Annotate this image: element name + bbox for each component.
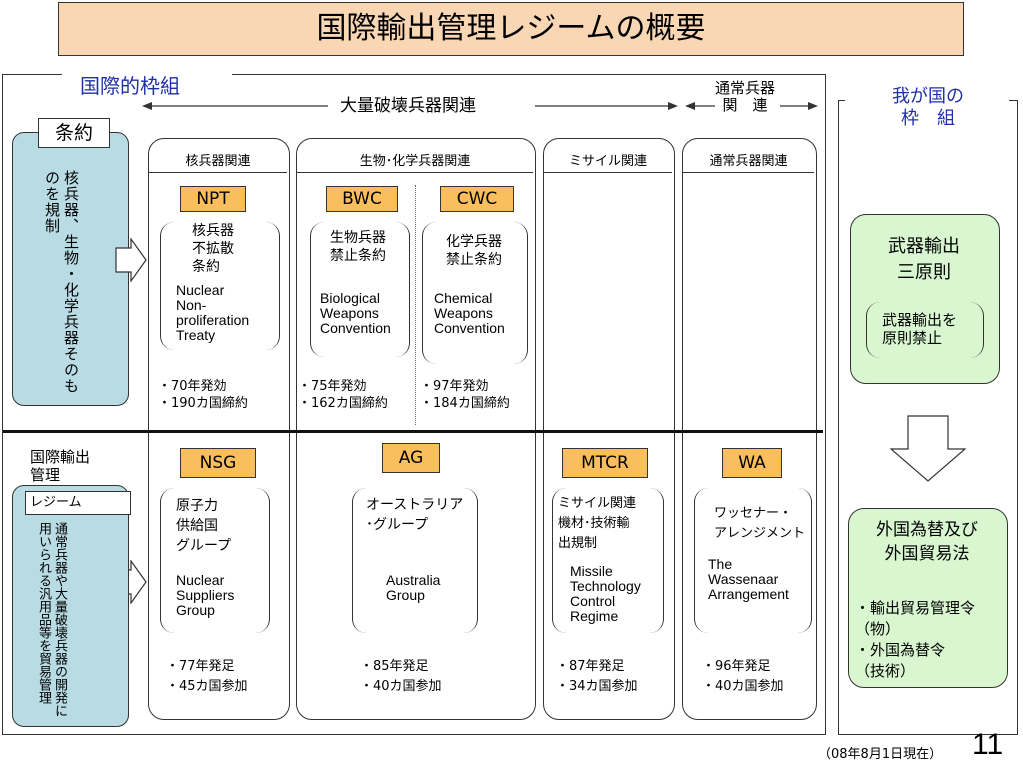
treaty-description: 核兵器、生物・化学兵器そのものを規制: [43, 170, 80, 394]
npt-badge: NPT: [180, 186, 246, 212]
bwc-bracket: [310, 222, 410, 357]
conv-arrowhead-right: [808, 102, 818, 110]
nsg-stats: ・77年発足 ・45カ国参加: [166, 659, 248, 694]
bwc-stats: ・75年発効 ・162カ国締約: [298, 379, 388, 411]
treaty-regime-divider: [3, 430, 823, 433]
divider: [297, 172, 533, 173]
npt-stats: ・70年発効 ・190カ国締約: [158, 379, 248, 411]
arms-export-sub: 武器輸出を 原則禁止: [882, 311, 958, 347]
column-head-missile: ミサイル関連: [568, 154, 647, 169]
cwc-bracket: [422, 222, 528, 364]
regime-label-box: レジーム: [25, 491, 131, 515]
divider: [149, 172, 287, 173]
nsg-name-en: Nuclear Suppliers Group: [176, 572, 235, 618]
mtcr-stats: ・87年発足 ・34カ国参加: [556, 659, 638, 694]
page-number: 11: [972, 728, 1004, 761]
nsg-badge: NSG: [180, 448, 256, 478]
bwc-name-ja: 生物兵器 禁止条約: [330, 230, 386, 264]
date-note: （08年8月1日現在）: [818, 747, 943, 762]
nsg-name-ja: 原子力 供給国 グループ: [176, 498, 232, 554]
conventional-related-heading: 通常兵器 関 連: [714, 79, 775, 114]
wa-badge: WA: [722, 448, 782, 478]
wa-name-ja: ワッセナー・ アレンジメント: [714, 506, 806, 541]
column-head-conventional: 通常兵器関連: [709, 154, 788, 169]
wa-name-en: The Wassenaar Arrangement: [708, 556, 789, 602]
forex-law-items: ・輸出貿易管理令 （物） ・外国為替令 （技術）: [855, 599, 976, 680]
divider: [544, 172, 672, 173]
ag-bracket: [352, 488, 478, 633]
regime-label: 国際輸出 管理: [30, 448, 91, 484]
cwc-badge: CWC: [440, 186, 514, 212]
regime-description: 通常兵器や大量破壊兵器の開発に用いられる汎用品等を貿易管理: [36, 522, 67, 717]
divider: [683, 172, 814, 173]
npt-name-en: Nuclear Non- proliferation Treaty: [176, 282, 250, 343]
wmd-arrowhead-left: [142, 102, 152, 110]
wmd-related-heading: 大量破壊兵器関連: [340, 96, 476, 116]
ag-name-en: Australia Group: [386, 572, 441, 603]
ag-name-ja: オーストラリア ･グループ: [366, 497, 464, 533]
forex-law-box: [848, 508, 1008, 688]
mtcr-badge: MTCR: [562, 448, 648, 478]
column-head-nuclear: 核兵器関連: [185, 154, 251, 169]
cwc-name-ja: 化学兵器 禁止条約: [446, 234, 502, 268]
npt-bracket: [160, 222, 280, 350]
treaty-desc-box: [12, 132, 129, 406]
international-framework-heading: 国際的枠組: [80, 74, 180, 98]
wmd-arrowhead-right: [668, 102, 678, 110]
treaty-label-front: 条約: [38, 118, 110, 148]
wa-stats: ・96年発足 ・40カ国参加: [702, 659, 784, 694]
cwc-stats: ・97年発効 ・184カ国締約: [420, 379, 510, 411]
ag-stats: ・85年発足 ・40カ国参加: [360, 659, 442, 694]
conv-arrowhead-left: [685, 102, 695, 110]
mtcr-bracket: [552, 488, 664, 633]
cwc-name-en: Chemical Weapons Convention: [434, 290, 505, 336]
arrow-right-icon: [115, 238, 147, 282]
category-arrows: [142, 102, 818, 110]
mtcr-name-ja: ミサイル関連 機材･技術輸 出規制: [558, 496, 637, 551]
wa-bracket: [694, 488, 812, 633]
page-title: 国際輸出管理レジームの概要: [58, 2, 964, 56]
bwc-badge: BWC: [326, 186, 398, 212]
forex-law-title: 外国為替及び 外国貿易法: [876, 520, 978, 564]
international-frame: [2, 74, 826, 735]
arrow-down-icon: [890, 415, 966, 482]
japan-framework-heading: 我が国の 枠 組: [892, 86, 964, 129]
column-bio-chem: [296, 138, 536, 720]
ag-badge: AG: [382, 443, 440, 473]
column-head-bio-chem: 生物･化学兵器関連: [359, 154, 471, 169]
regime-desc-box: [12, 485, 129, 727]
mtcr-name-en: Missile Technology Control Regime: [570, 563, 641, 624]
dotted-divider: [415, 185, 416, 425]
arms-export-title: 武器輸出 三原則: [888, 236, 960, 283]
arms-export-bracket: [866, 302, 984, 358]
bwc-name-en: Biological Weapons Convention: [320, 290, 391, 336]
nsg-bracket: [160, 488, 270, 633]
npt-name-ja: 核兵器 不拡散 条約: [192, 223, 234, 275]
